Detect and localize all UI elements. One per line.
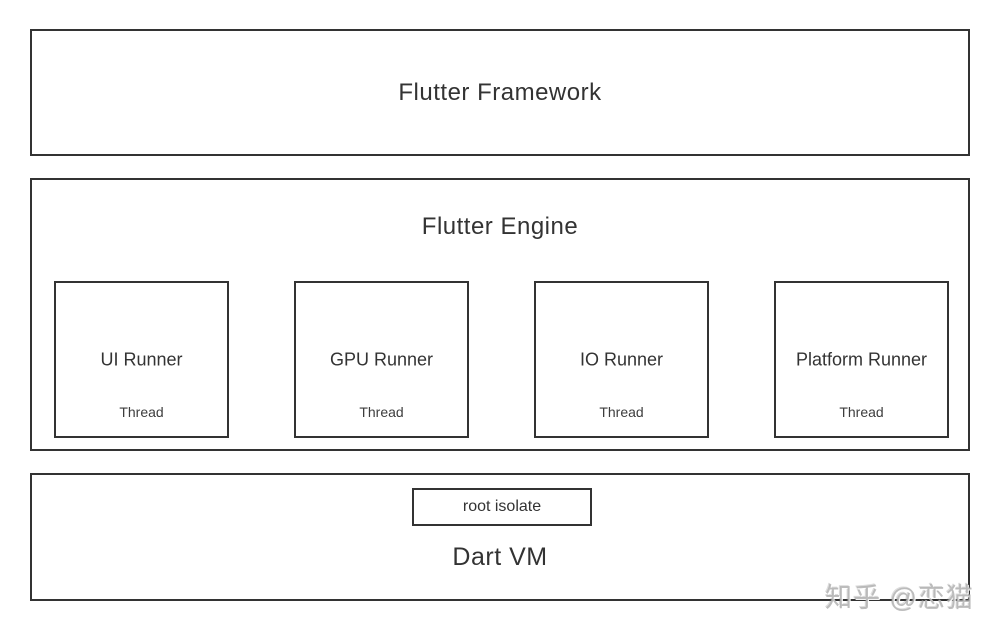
ui-runner-box: UI Runner Thread [54, 281, 229, 438]
io-runner-label: IO Runner [579, 349, 664, 369]
zhihu-watermark: 知乎 @恋猫 [825, 583, 974, 613]
platform-runner-box: Platform Runner Thread [774, 281, 949, 438]
dart-vm-layer-box: root isolate Dart VM [30, 473, 970, 601]
platform-runner-thread-label: Thread [839, 404, 884, 420]
gpu-runner-thread-label: Thread [359, 404, 404, 420]
engine-title: Flutter Engine [421, 213, 579, 240]
gpu-runner-label: GPU Runner [329, 349, 434, 369]
ui-runner-label: UI Runner [100, 349, 183, 369]
root-isolate-label: root isolate [462, 498, 542, 515]
root-isolate-box: root isolate [412, 488, 592, 526]
ui-runner-thread-label: Thread [119, 404, 164, 420]
io-runner-thread-label: Thread [599, 404, 644, 420]
gpu-runner-box: GPU Runner Thread [294, 281, 469, 438]
engine-layer-box: Flutter Engine UI Runner Thread GPU Runn… [30, 178, 970, 451]
dart-vm-title: Dart VM [452, 543, 548, 571]
runner-boxes-row: UI Runner Thread GPU Runner Thread IO Ru… [54, 281, 949, 438]
io-runner-box: IO Runner Thread [534, 281, 709, 438]
platform-runner-label: Platform Runner [795, 349, 928, 369]
framework-title: Flutter Framework [398, 78, 602, 106]
framework-layer-box: Flutter Framework [30, 29, 970, 156]
